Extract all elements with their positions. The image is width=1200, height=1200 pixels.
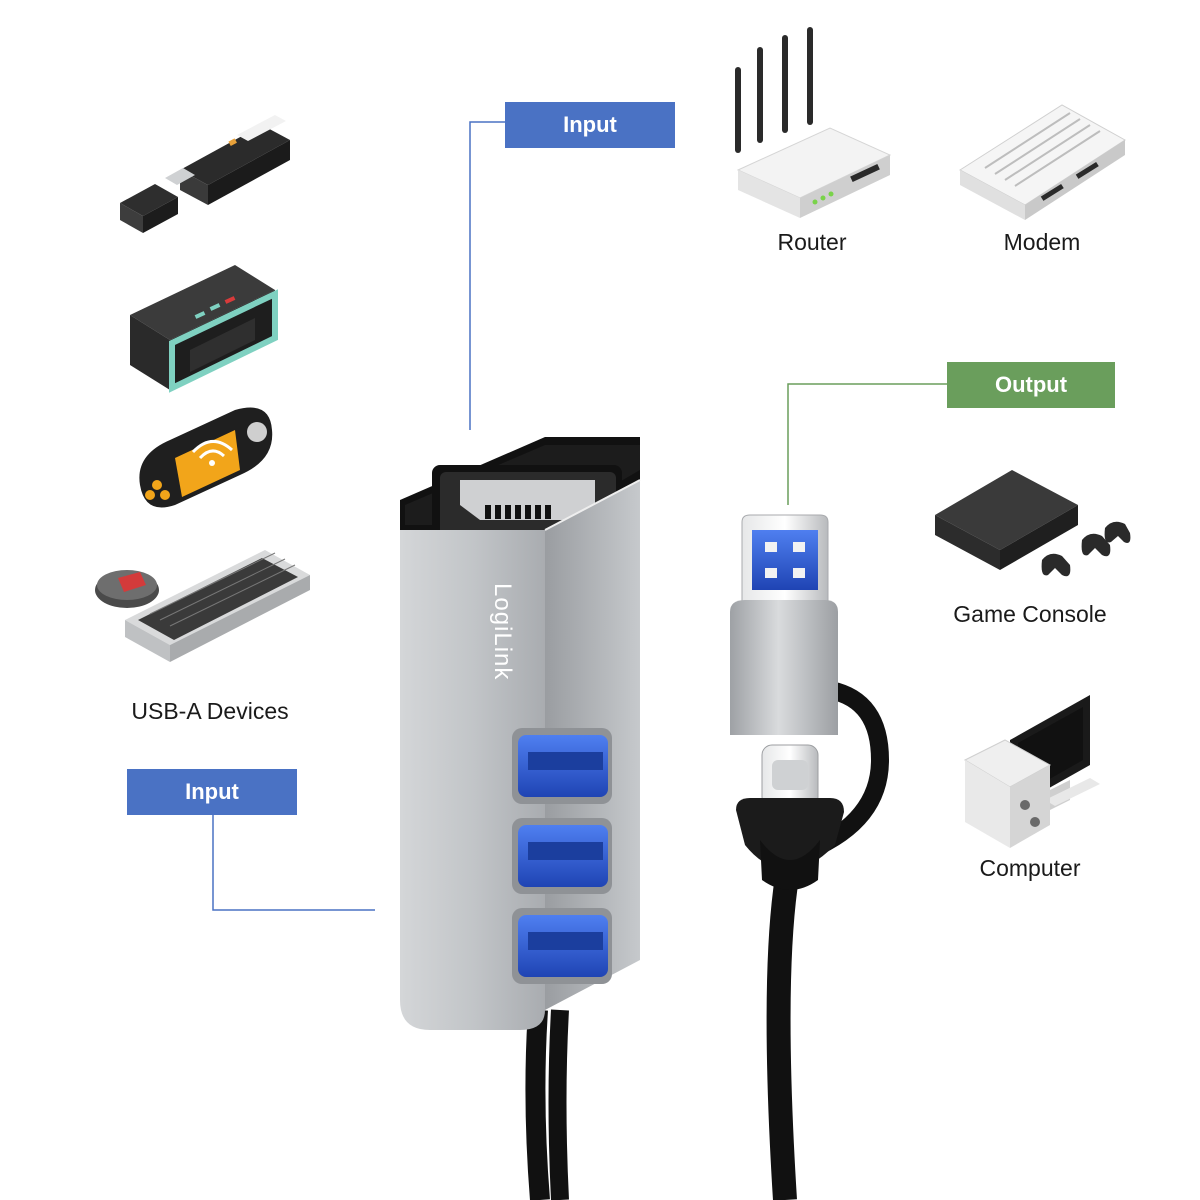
keyboard-mouse-icon — [95, 550, 310, 662]
input-top-label: Input — [505, 102, 675, 148]
usb-c-plug — [736, 744, 844, 890]
usb-a-port-1 — [512, 728, 612, 804]
output-connector-line — [787, 383, 947, 505]
handheld-game-icon — [139, 407, 273, 508]
input-left-connector-line — [212, 815, 375, 911]
hub-cable — [525, 1009, 550, 1200]
usb-a-port-3 — [512, 908, 612, 984]
modem-caption: Modem — [1003, 229, 1081, 255]
input-top-connector-line — [469, 121, 505, 430]
bluetooth-speaker-icon — [130, 265, 278, 393]
plug-sleeve — [730, 600, 838, 735]
usb-plug-assembly — [730, 514, 890, 1200]
input-left-label: Input — [127, 769, 297, 815]
router-caption: Router — [777, 229, 847, 255]
computer-icon — [963, 695, 1100, 848]
game-console-icon — [935, 470, 1131, 577]
modem-icon — [959, 104, 1126, 220]
computer-caption: Computer — [979, 855, 1081, 881]
usb-a-devices-caption: USB-A Devices — [131, 698, 289, 724]
usb-flash-drive-icon — [120, 115, 290, 233]
game-controller-icon — [1041, 521, 1131, 577]
usb-hub-body — [400, 437, 641, 1030]
logilink-logo: LogiLink — [489, 583, 516, 681]
usb-a-port-2 — [512, 818, 612, 894]
output-label: Output — [947, 362, 1115, 408]
router-icon — [735, 27, 892, 218]
usb-a-plug — [741, 514, 829, 621]
game-console-caption: Game Console — [953, 601, 1107, 627]
